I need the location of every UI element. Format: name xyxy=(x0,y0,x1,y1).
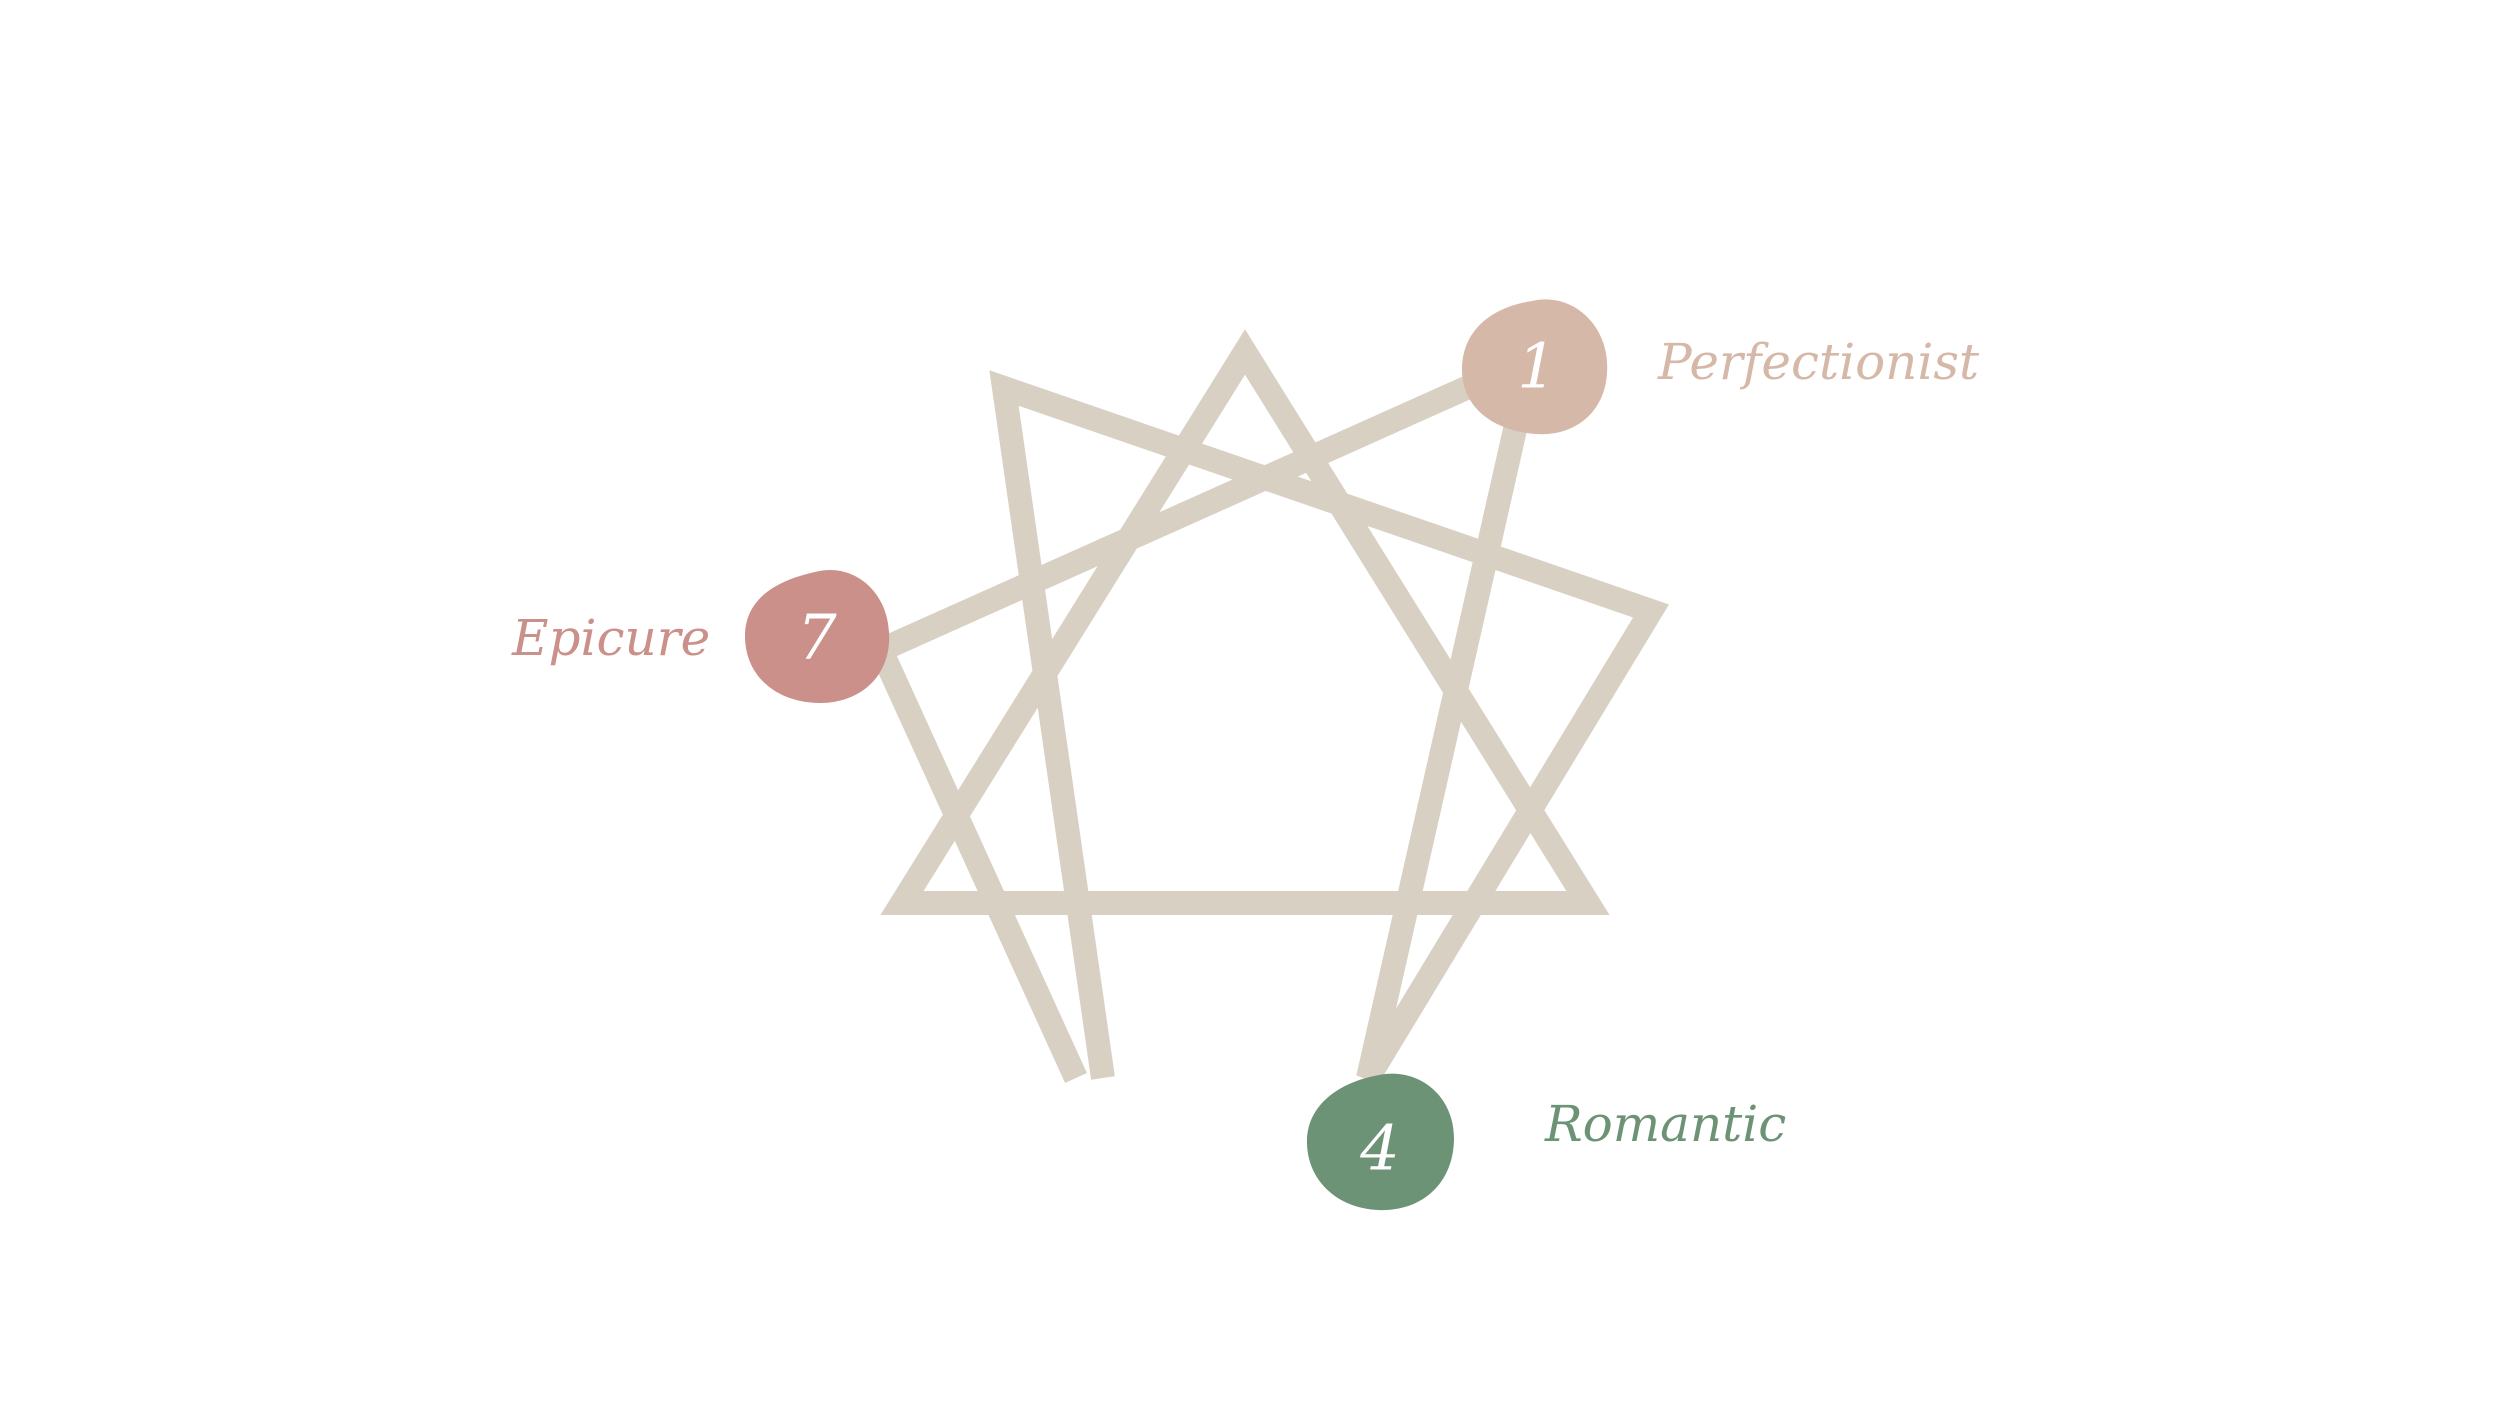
enneagram-triangle xyxy=(880,329,1610,915)
node-1-blob xyxy=(1462,299,1608,435)
node-7-number: 7 xyxy=(797,601,837,674)
node-4-blob xyxy=(1306,1073,1454,1211)
node-7-blob xyxy=(745,569,890,704)
node-4[interactable]: 4 Romantic xyxy=(1306,1073,1786,1211)
node-7[interactable]: 7 Epicure xyxy=(511,569,890,704)
node-1-number: 1 xyxy=(1517,330,1556,403)
node-7-label: Epicure xyxy=(511,609,710,667)
enneagram-hexad xyxy=(865,338,1669,1085)
node-1[interactable]: 1 Perfectionist xyxy=(1462,299,1980,435)
node-4-number: 4 xyxy=(1359,1112,1399,1185)
node-1-label: Perfectionist xyxy=(1657,333,1980,391)
node-4-label: Romantic xyxy=(1544,1095,1786,1153)
